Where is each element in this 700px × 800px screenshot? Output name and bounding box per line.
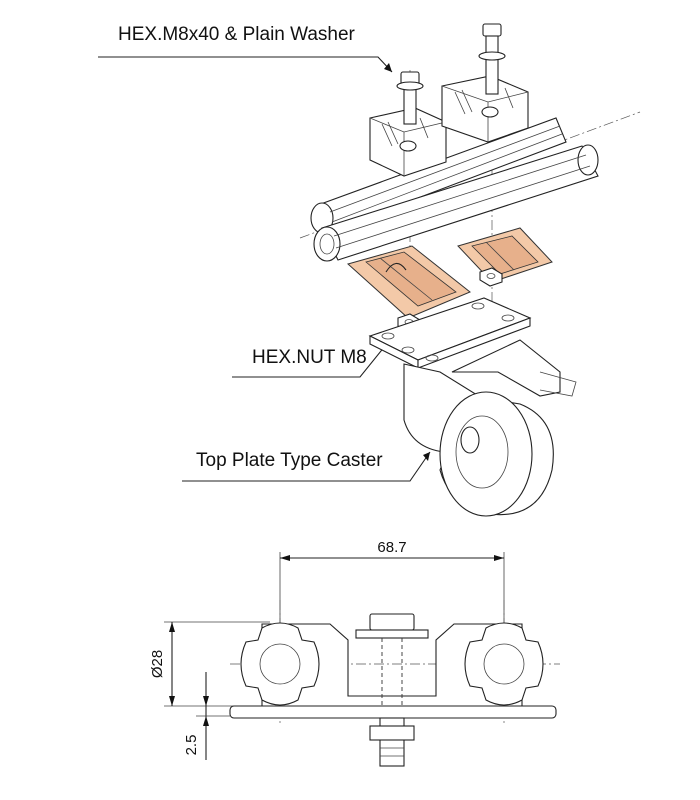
hex-nut-right — [479, 267, 503, 287]
hex-bolt-left — [396, 71, 424, 125]
arrow-caster — [423, 452, 430, 461]
caster-top-plate — [368, 297, 532, 369]
label-hex-bolt: HEX.M8x40 & Plain Washer — [118, 24, 356, 45]
base-plate — [229, 705, 557, 719]
dim-width-value: 68.7 — [377, 539, 406, 556]
tube-profile-left — [240, 622, 320, 706]
copper-plate-right — [457, 227, 553, 283]
front-view: 68.7 Ø28 2.5 — [149, 539, 560, 767]
joint-block-left — [369, 107, 447, 177]
label-hex-nut: HEX.NUT M8 — [252, 347, 367, 368]
joint-block-right — [441, 75, 529, 143]
isometric-assembly — [299, 23, 641, 517]
copper-plate-left — [346, 245, 471, 319]
front-tube — [313, 144, 599, 262]
hex-bolt-right — [478, 23, 506, 95]
label-caster: Top Plate Type Caster — [196, 450, 383, 471]
dim-diameter-value: Ø28 — [149, 650, 166, 678]
leader-hex-bolt — [98, 56, 393, 73]
caster-body — [403, 339, 577, 517]
dim-thickness-value: 2.5 — [183, 735, 200, 756]
leader-caster — [182, 451, 431, 482]
tube-profile-right — [464, 622, 544, 706]
arrow-hex-bolt — [384, 63, 392, 72]
bolt-section — [355, 613, 429, 767]
